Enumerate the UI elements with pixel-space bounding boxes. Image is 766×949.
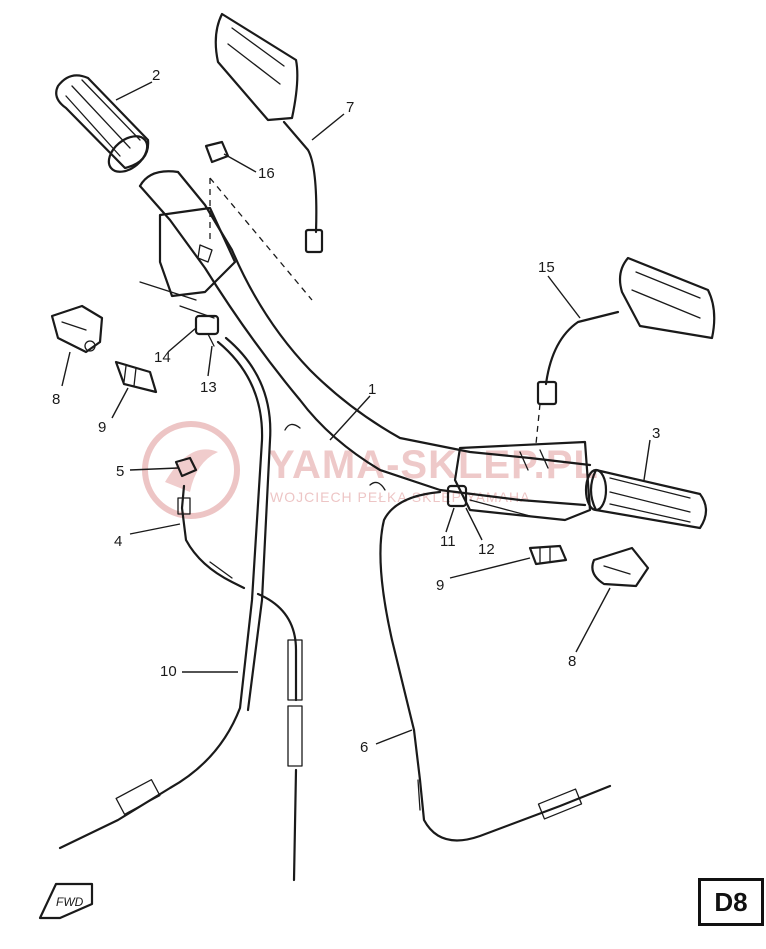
watermark-text: YAMA-SKLEP.PL <box>268 443 599 487</box>
fwd-label: FWD <box>56 895 84 909</box>
callout-14: 14 <box>154 349 171 366</box>
callout-8-left: 8 <box>52 391 60 408</box>
callout-11: 11 <box>440 533 456 550</box>
callout-13: 13 <box>200 379 217 396</box>
callout-leaders <box>61 81 651 745</box>
throttle-cable <box>379 490 612 842</box>
callout-2: 2 <box>152 67 160 84</box>
cap-part-16 <box>204 140 230 164</box>
clutch-lever-clamp <box>139 281 220 347</box>
callout-12: 12 <box>478 541 495 558</box>
callout-8-right: 8 <box>568 653 576 670</box>
handlebar <box>138 170 592 507</box>
page-code-box: D8 <box>698 878 764 926</box>
watermark: YAMA-SKLEP.PL WOJCIECH PEŁKA SKLEP YAMAH… <box>142 421 599 519</box>
callout-9-left: 9 <box>98 419 106 436</box>
assembly-line-left <box>209 177 313 301</box>
right-switch-part-9 <box>528 544 568 566</box>
right-throttle-housing <box>453 440 592 522</box>
left-switch-part-9 <box>114 360 158 394</box>
callout-9-right: 9 <box>436 577 444 594</box>
fwd-arrow: FWD <box>38 882 94 920</box>
callout-7: 7 <box>346 99 354 116</box>
right-switch-part-8 <box>591 546 650 588</box>
watermark-logo-mark <box>165 449 218 492</box>
assembly-line-right <box>535 403 541 445</box>
callout-6: 6 <box>360 739 368 756</box>
left-switch-part-8 <box>50 304 104 354</box>
callout-1: 1 <box>368 381 376 398</box>
callout-numbers: 1 2 3 4 5 6 7 8 8 9 9 10 11 12 13 14 15 … <box>52 67 660 756</box>
left-mirror <box>214 12 324 254</box>
callout-15: 15 <box>538 259 555 276</box>
callout-3: 3 <box>652 425 660 442</box>
callout-5: 5 <box>116 463 124 480</box>
nut-part-5 <box>174 456 198 478</box>
clutch-cable <box>58 336 303 882</box>
callout-10: 10 <box>160 663 177 680</box>
callout-16: 16 <box>258 165 275 182</box>
choke-cable <box>177 484 246 590</box>
throttle-adjuster <box>446 484 531 517</box>
right-mirror <box>536 256 716 406</box>
left-switch-housing <box>158 206 237 298</box>
page-code: D8 <box>714 886 748 917</box>
callout-4: 4 <box>114 533 122 550</box>
right-grip <box>584 468 708 530</box>
left-grip <box>55 74 150 173</box>
